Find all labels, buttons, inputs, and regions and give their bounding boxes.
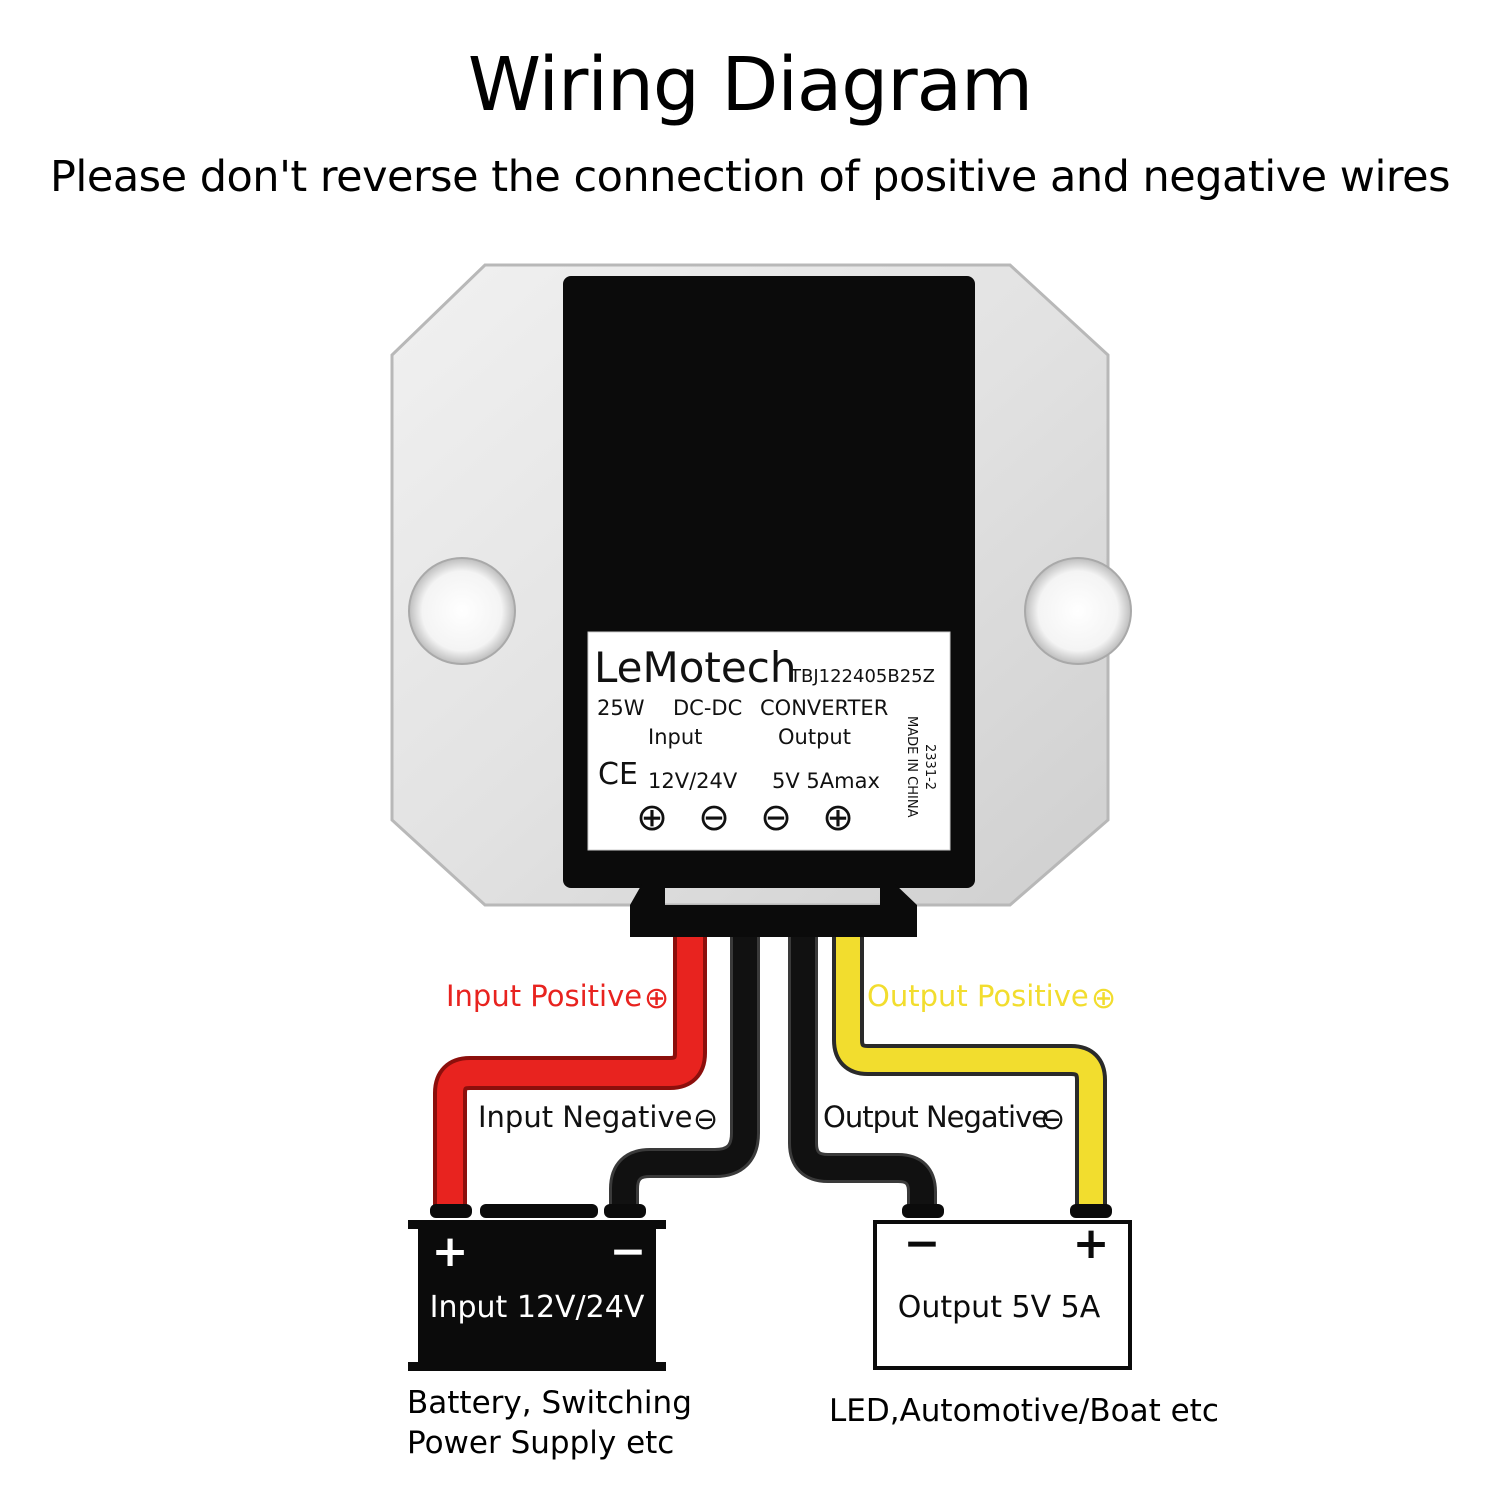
wire-input-positive xyxy=(433,937,707,1210)
battery-label: Input 12V/24V xyxy=(430,1290,645,1325)
input-source-caption: Battery, Switching Power Supply etc xyxy=(407,1383,692,1463)
output-load-caption: LED,Automotive/Boat etc xyxy=(829,1393,1219,1429)
input-battery: + − Input 12V/24V xyxy=(408,1204,666,1371)
output-negative-label: Output Negative xyxy=(823,1100,1048,1134)
label-output-rating: 5V 5Amax xyxy=(772,769,880,793)
mounting-hole-right xyxy=(1024,557,1132,665)
wire-output-negative xyxy=(788,937,937,1210)
load-minus-sign: − xyxy=(904,1218,941,1269)
terminal-symbol-2: ⊖ xyxy=(698,795,730,839)
load-label: Output 5V 5A xyxy=(898,1290,1101,1325)
diagram-subtitle: Please don't reverse the connection of p… xyxy=(50,152,1450,202)
label-model: TBJ122405B25Z xyxy=(789,666,935,687)
ce-mark: CE xyxy=(598,757,638,792)
wire-input-negative xyxy=(609,937,760,1210)
output-positive-label: Output Positive xyxy=(867,979,1089,1013)
input-negative-symbol: ⊖ xyxy=(693,1102,718,1137)
label-origin: MADE IN CHINA xyxy=(904,716,919,818)
wire-output-positive xyxy=(832,937,1107,1210)
label-type-b: CONVERTER xyxy=(760,696,888,720)
input-source-caption-line1: Battery, Switching xyxy=(407,1385,692,1421)
load-plus-sign: + xyxy=(1073,1218,1110,1269)
battery-minus-sign: − xyxy=(610,1226,647,1277)
label-input: Input xyxy=(648,725,702,749)
product-label: LeMotech TBJ122405B25Z 25W DC-DC CONVERT… xyxy=(587,631,951,851)
input-positive-symbol: ⊕ xyxy=(644,981,669,1016)
label-type-a: DC-DC xyxy=(673,696,742,720)
label-input-voltage: 12V/24V xyxy=(648,769,738,793)
output-positive-symbol: ⊕ xyxy=(1091,981,1116,1016)
output-load: − + Output 5V 5A xyxy=(873,1204,1132,1370)
label-batch: 2331-2 xyxy=(922,744,937,790)
mounting-hole-left xyxy=(408,557,516,665)
label-brand: LeMotech xyxy=(594,643,796,692)
cable-gland xyxy=(630,884,917,937)
diagram-title: Wiring Diagram xyxy=(467,42,1033,128)
terminal-symbol-1: ⊕ xyxy=(636,795,668,839)
input-positive-label: Input Positive xyxy=(446,979,642,1013)
label-output: Output xyxy=(778,725,851,749)
input-source-caption-line2: Power Supply etc xyxy=(407,1425,675,1461)
input-negative-label: Input Negative xyxy=(478,1100,692,1134)
terminal-symbol-3: ⊖ xyxy=(760,795,792,839)
battery-plus-sign: + xyxy=(432,1226,469,1277)
label-power: 25W xyxy=(597,696,645,720)
terminal-symbol-4: ⊕ xyxy=(822,795,854,839)
output-negative-symbol: ⊖ xyxy=(1040,1102,1065,1137)
